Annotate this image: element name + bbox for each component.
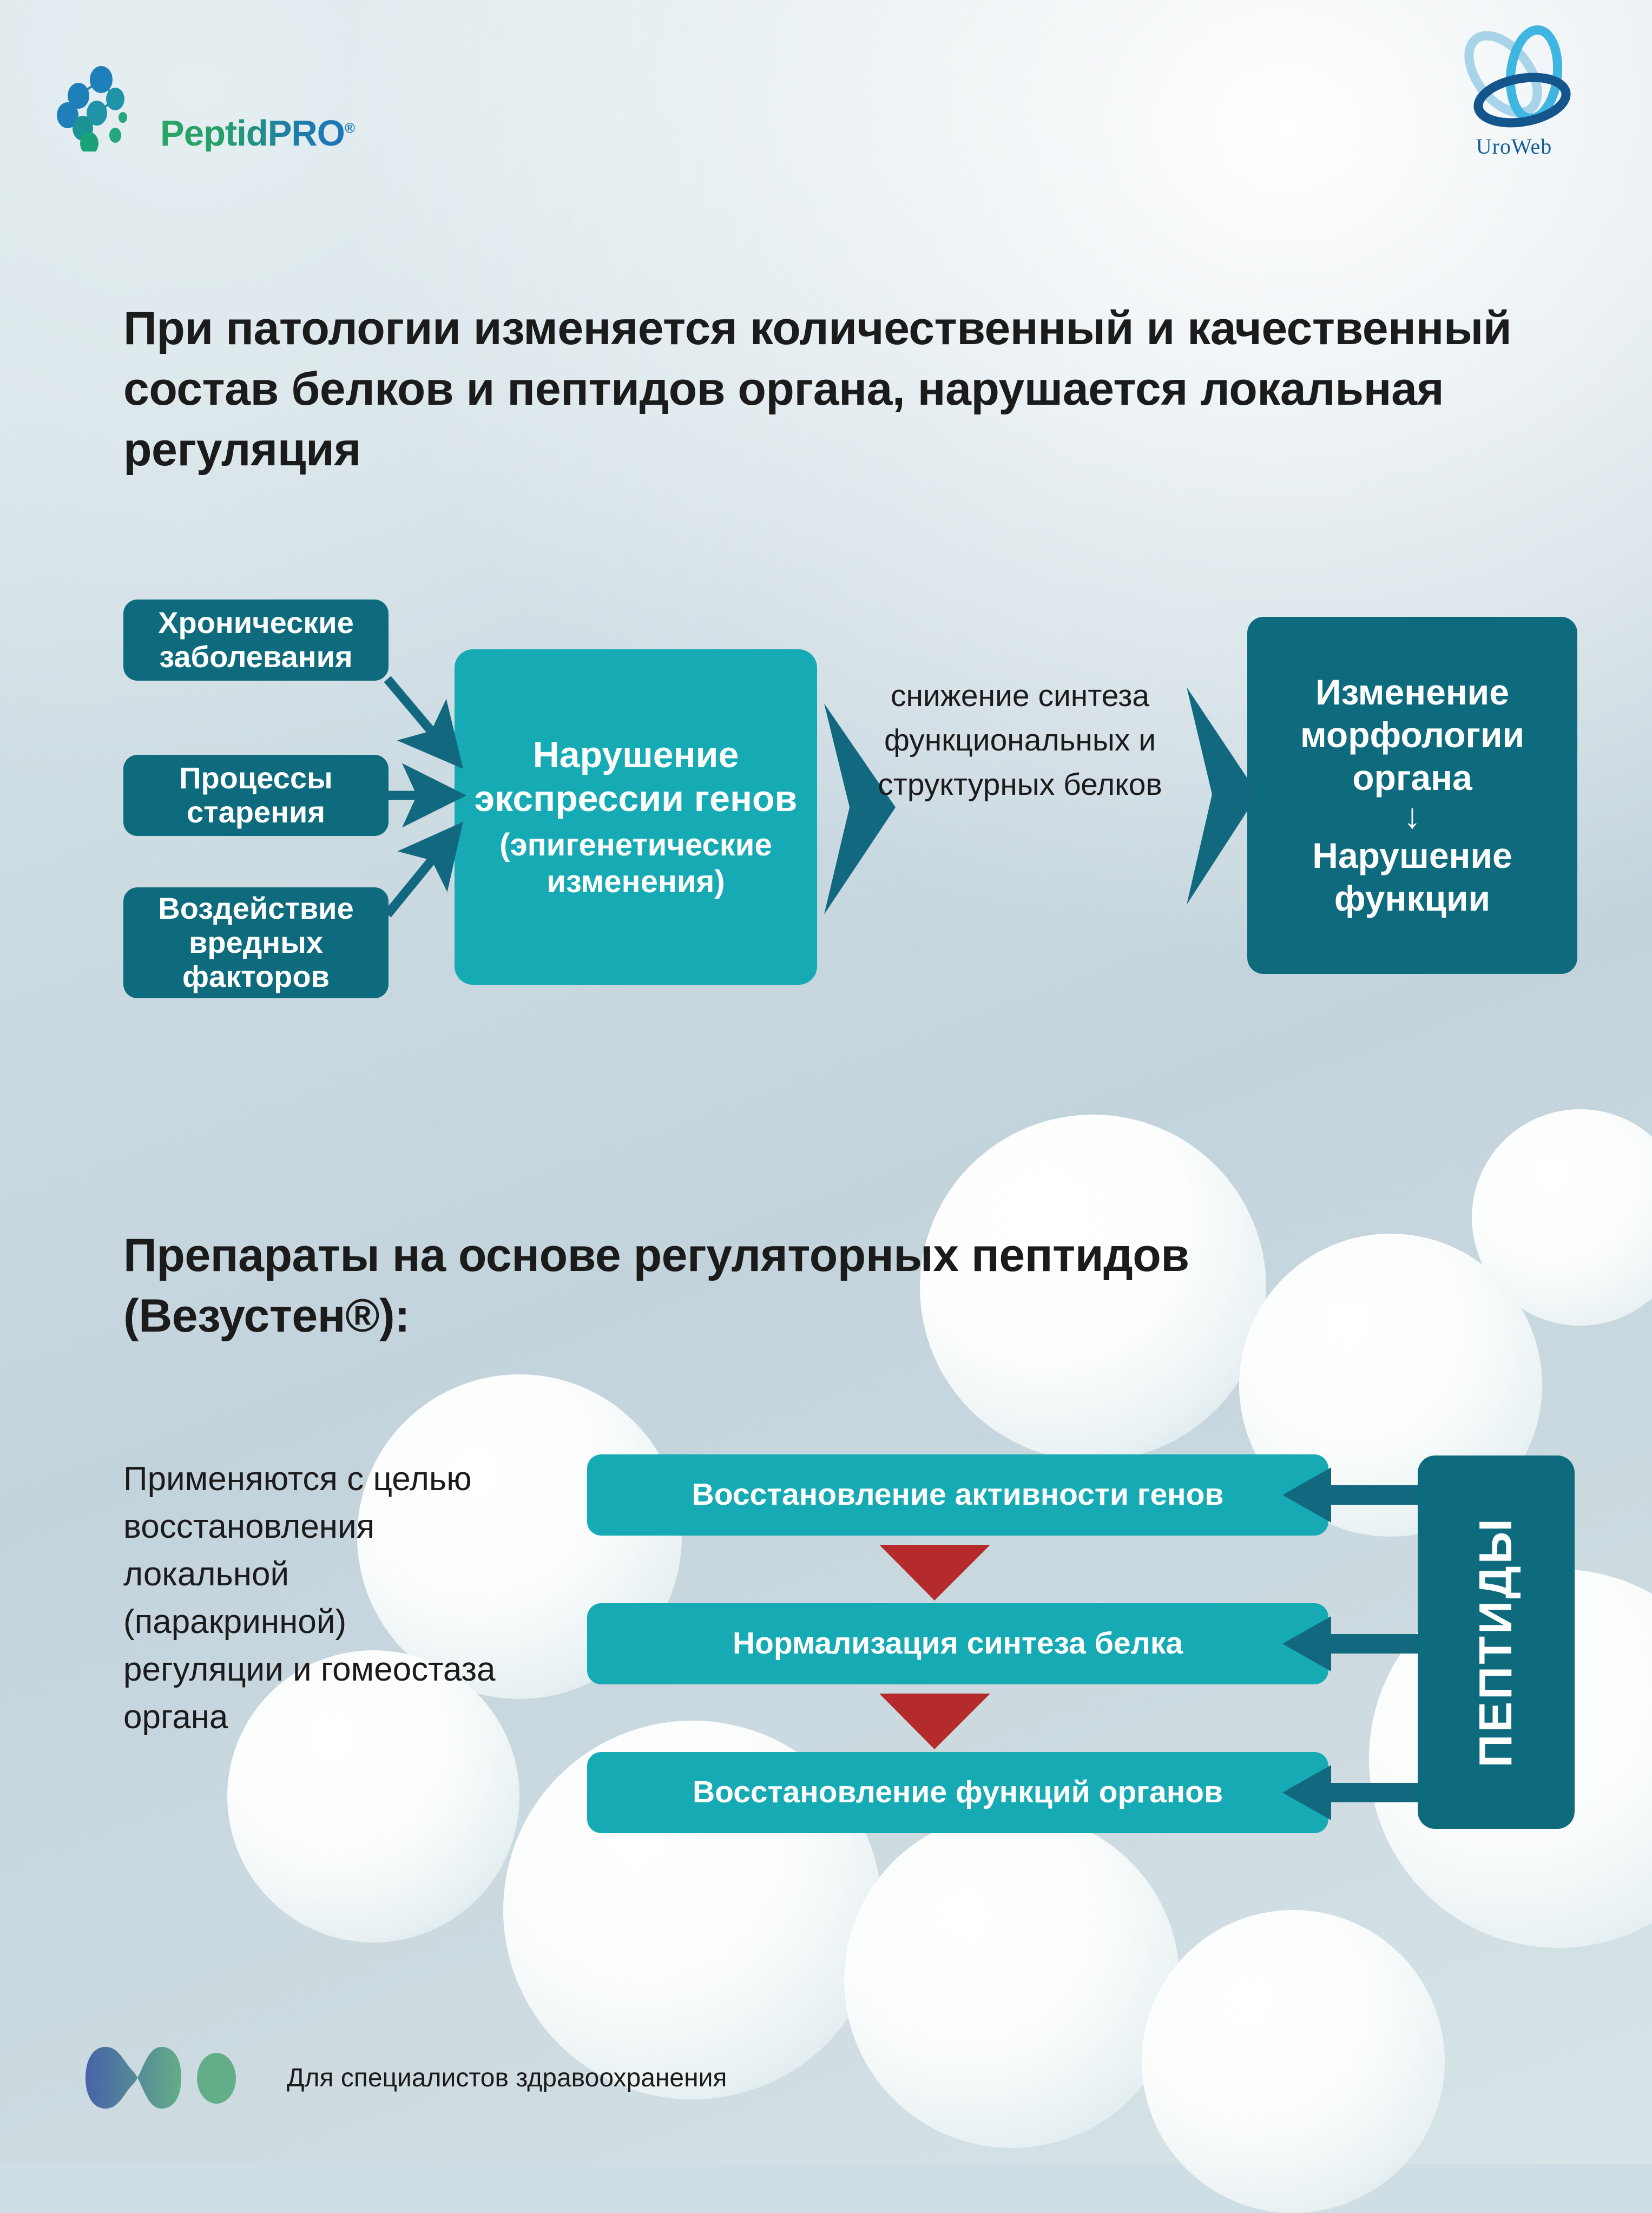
molecule-icon [57, 66, 127, 152]
diagram1-connectors [384, 676, 1258, 918]
section2-paragraph: Применяются с целью восстановления локал… [123, 1460, 496, 1736]
source-box-harmful-factors: Воздействие вредных факторов [123, 887, 389, 998]
footer-text: Для специалистов здравоохранения [287, 2063, 727, 2092]
diagram2-connectors [879, 1467, 1418, 1820]
uroweb-wordmark: UroWeb [1476, 134, 1552, 159]
source-box-chronic-diseases: Хронические заболевания [123, 600, 389, 681]
background-sphere [1472, 1109, 1652, 1326]
gene-expression-sub: (эпигенетические изменения) [499, 827, 772, 900]
background-sphere [844, 1813, 1180, 2148]
footer: Для специалистов здравоохранения [81, 2043, 727, 2113]
uroweb-logo: UroWeb [1441, 24, 1587, 159]
step-box-organ-function: Восстановление функций органов [587, 1752, 1328, 1833]
source-box-label: Процессы старения [179, 761, 333, 829]
peptidpro-logo: PeptidPRO® [51, 57, 355, 154]
source-box-aging: Процессы старения [123, 755, 389, 836]
gene-expression-main: Нарушение экспрессии генов [474, 734, 798, 819]
red-down-arrow-icon [879, 1694, 990, 1749]
protein-synthesis-note: снижение синтеза функциональных и структ… [878, 679, 1162, 802]
background-sphere [1142, 1910, 1445, 2213]
peptidpro-name: PeptidPRO [160, 113, 345, 154]
step-box-label: Восстановление функций органов [692, 1775, 1223, 1810]
organ-morphology-box: Изменение морфологии органа ↓ Нарушение … [1247, 617, 1577, 974]
source-box-label: Воздействие вредных факторов [158, 891, 354, 993]
step-box-protein-synthesis: Нормализация синтеза белка [587, 1603, 1328, 1684]
gene-expression-box: Нарушение экспрессии генов (эпигенетичес… [455, 649, 817, 985]
peptides-box: ПЕПТИДЫ [1418, 1455, 1575, 1829]
background-sphere [227, 1650, 519, 1942]
uroweb-rings-icon [1464, 25, 1571, 128]
section1-title: При патологии изменяется количественный … [123, 302, 1512, 476]
organ-morphology-top: Изменение морфологии органа [1300, 671, 1525, 798]
peptidpro-wordmark: PeptidPRO® [160, 113, 355, 154]
step-box-label: Нормализация синтеза белка [732, 1626, 1183, 1661]
section2-title: Препараты на основе регуляторных пептидо… [123, 1229, 1189, 1342]
background-sphere [920, 1115, 1266, 1461]
down-arrow-icon: ↓ [1404, 796, 1421, 836]
organ-morphology-bottom: Нарушение функции [1312, 835, 1512, 918]
red-down-arrow-icon [879, 1545, 990, 1601]
step-box-gene-activity: Восстановление активности генов [587, 1454, 1328, 1536]
source-box-label: Хронические заболевания [158, 605, 354, 674]
step-box-label: Восстановление активности генов [692, 1477, 1224, 1512]
registered-mark-icon: ® [344, 120, 355, 136]
footer-molecule-icon [85, 2047, 236, 2109]
